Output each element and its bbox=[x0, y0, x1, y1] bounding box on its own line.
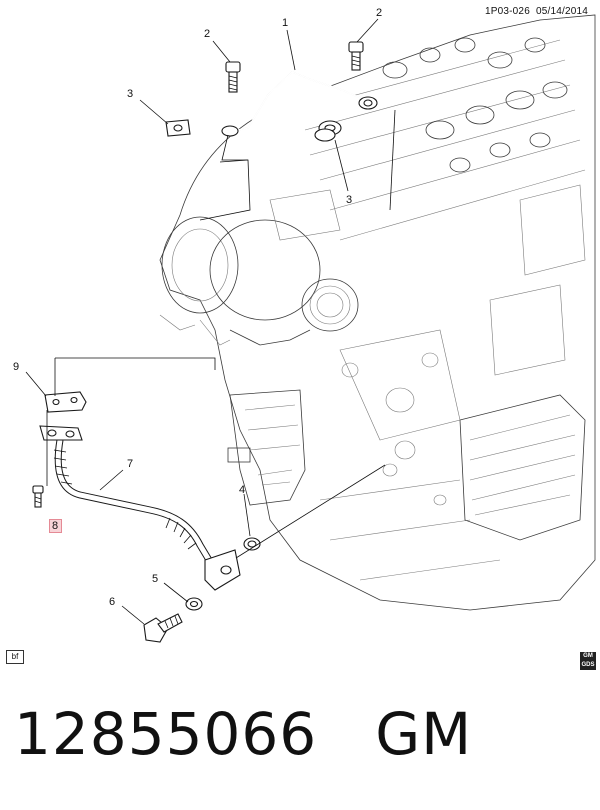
callout-2-left: 2 bbox=[204, 28, 210, 40]
callout-5: 5 bbox=[152, 573, 158, 585]
gm-logo-line2: GDS bbox=[581, 662, 595, 668]
turbocharger bbox=[161, 216, 359, 346]
gm-logo-line1: GM bbox=[583, 653, 593, 659]
engine-drawing bbox=[159, 14, 596, 611]
brand-name: GM bbox=[375, 700, 473, 768]
callout-4: 4 bbox=[239, 484, 245, 496]
callout-3-left: 3 bbox=[127, 88, 133, 100]
part-1-oil-feed-pipe bbox=[221, 71, 378, 137]
part-3-washer-left bbox=[165, 119, 191, 137]
bf-badge: bf bbox=[6, 650, 24, 664]
part-5-washer bbox=[185, 597, 203, 611]
callout-1: 1 bbox=[282, 17, 288, 29]
diagram-header: 1P03-026 05/14/2014 bbox=[485, 6, 588, 17]
diagram-code: 1P03-026 bbox=[484, 6, 530, 17]
part-2-bolt-left bbox=[225, 61, 241, 93]
diagram-date: 05/14/2014 bbox=[535, 6, 588, 17]
footer-caption: 12855066 GM bbox=[14, 700, 472, 768]
callout-labels: 1 2 2 3 3 4 5 6 7 8 9 bbox=[13, 7, 382, 608]
part-6-flange-bolt bbox=[143, 613, 183, 643]
callout-8: 8 bbox=[52, 520, 58, 532]
part-9-gasket bbox=[44, 391, 87, 413]
highlight-part-8 bbox=[49, 519, 62, 533]
filter-housing bbox=[227, 389, 306, 506]
callout-6: 6 bbox=[109, 596, 115, 608]
leader-lines bbox=[25, 18, 396, 625]
part-7-oil-return-pipe bbox=[39, 425, 241, 591]
callout-3-right: 3 bbox=[346, 194, 352, 206]
part-2-bolt-right bbox=[348, 41, 364, 71]
gm-logo: GM GDS bbox=[580, 652, 596, 670]
part-4-o-ring bbox=[243, 537, 261, 551]
callout-7: 7 bbox=[127, 458, 133, 470]
heat-shield bbox=[459, 394, 586, 541]
part-8-bolt bbox=[32, 485, 44, 508]
callout-2-right: 2 bbox=[376, 7, 382, 19]
callout-9: 9 bbox=[13, 361, 19, 373]
part-number: 12855066 bbox=[14, 700, 318, 768]
part-3-washer-right bbox=[314, 120, 342, 142]
